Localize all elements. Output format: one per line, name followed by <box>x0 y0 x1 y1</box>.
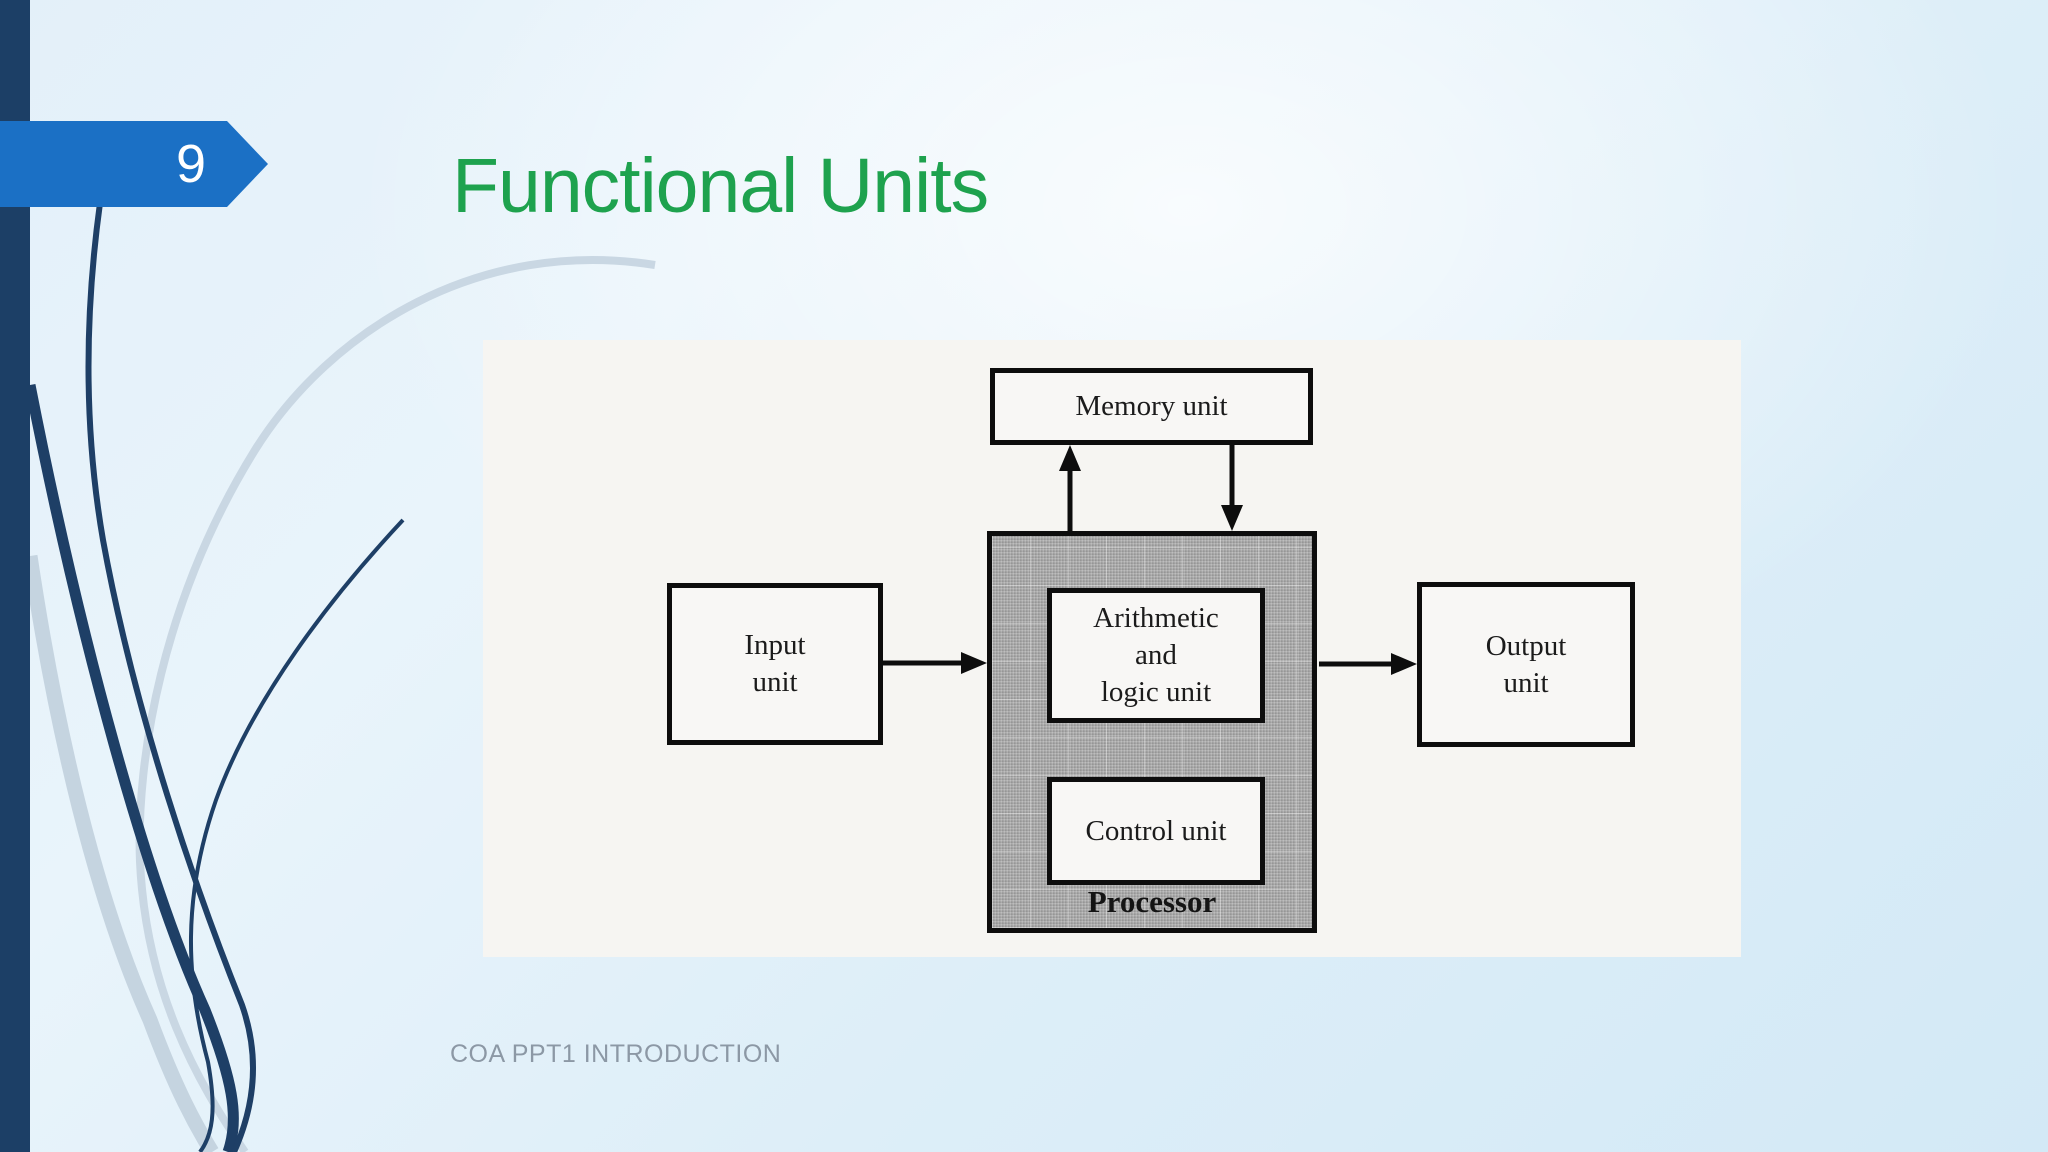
output-unit-box: Output unit <box>1417 582 1635 747</box>
arrow-processor-to-memory <box>1059 445 1081 531</box>
input-unit-label: Input unit <box>744 629 806 698</box>
processor-box: Arithmetic and logic unit Control unit P… <box>987 531 1317 933</box>
memory-unit-box: Memory unit <box>990 368 1313 445</box>
arrow-input-to-processor <box>883 652 987 674</box>
slide-title: Functional Units <box>452 142 989 229</box>
control-unit-label: Control unit <box>1085 814 1227 847</box>
slide-number-badge: 9 <box>0 121 268 207</box>
alu-box: Arithmetic and logic unit <box>1047 588 1265 723</box>
control-unit-box: Control unit <box>1047 777 1265 885</box>
diagram-panel: Memory unit Arithmetic and logic unit Co… <box>483 340 1741 957</box>
curve-navy-thin <box>188 518 405 1152</box>
input-unit-box: Input unit <box>667 583 883 745</box>
alu-label: Arithmetic and logic unit <box>1093 602 1219 708</box>
curve-gray-thick <box>22 554 219 1152</box>
processor-label: Processor <box>1087 884 1217 919</box>
arrow-memory-to-processor <box>1221 445 1243 531</box>
curve-navy-thick <box>24 383 239 1152</box>
arrow-processor-to-output <box>1319 653 1417 675</box>
diagram-arrows <box>883 445 1417 675</box>
slide-number: 9 <box>175 134 206 194</box>
curve-navy-medium <box>85 151 257 1152</box>
memory-unit-label: Memory unit <box>1075 390 1228 422</box>
footer-text: COA PPT1 INTRODUCTION <box>450 1040 782 1068</box>
output-unit-label: Output unit <box>1485 629 1567 699</box>
